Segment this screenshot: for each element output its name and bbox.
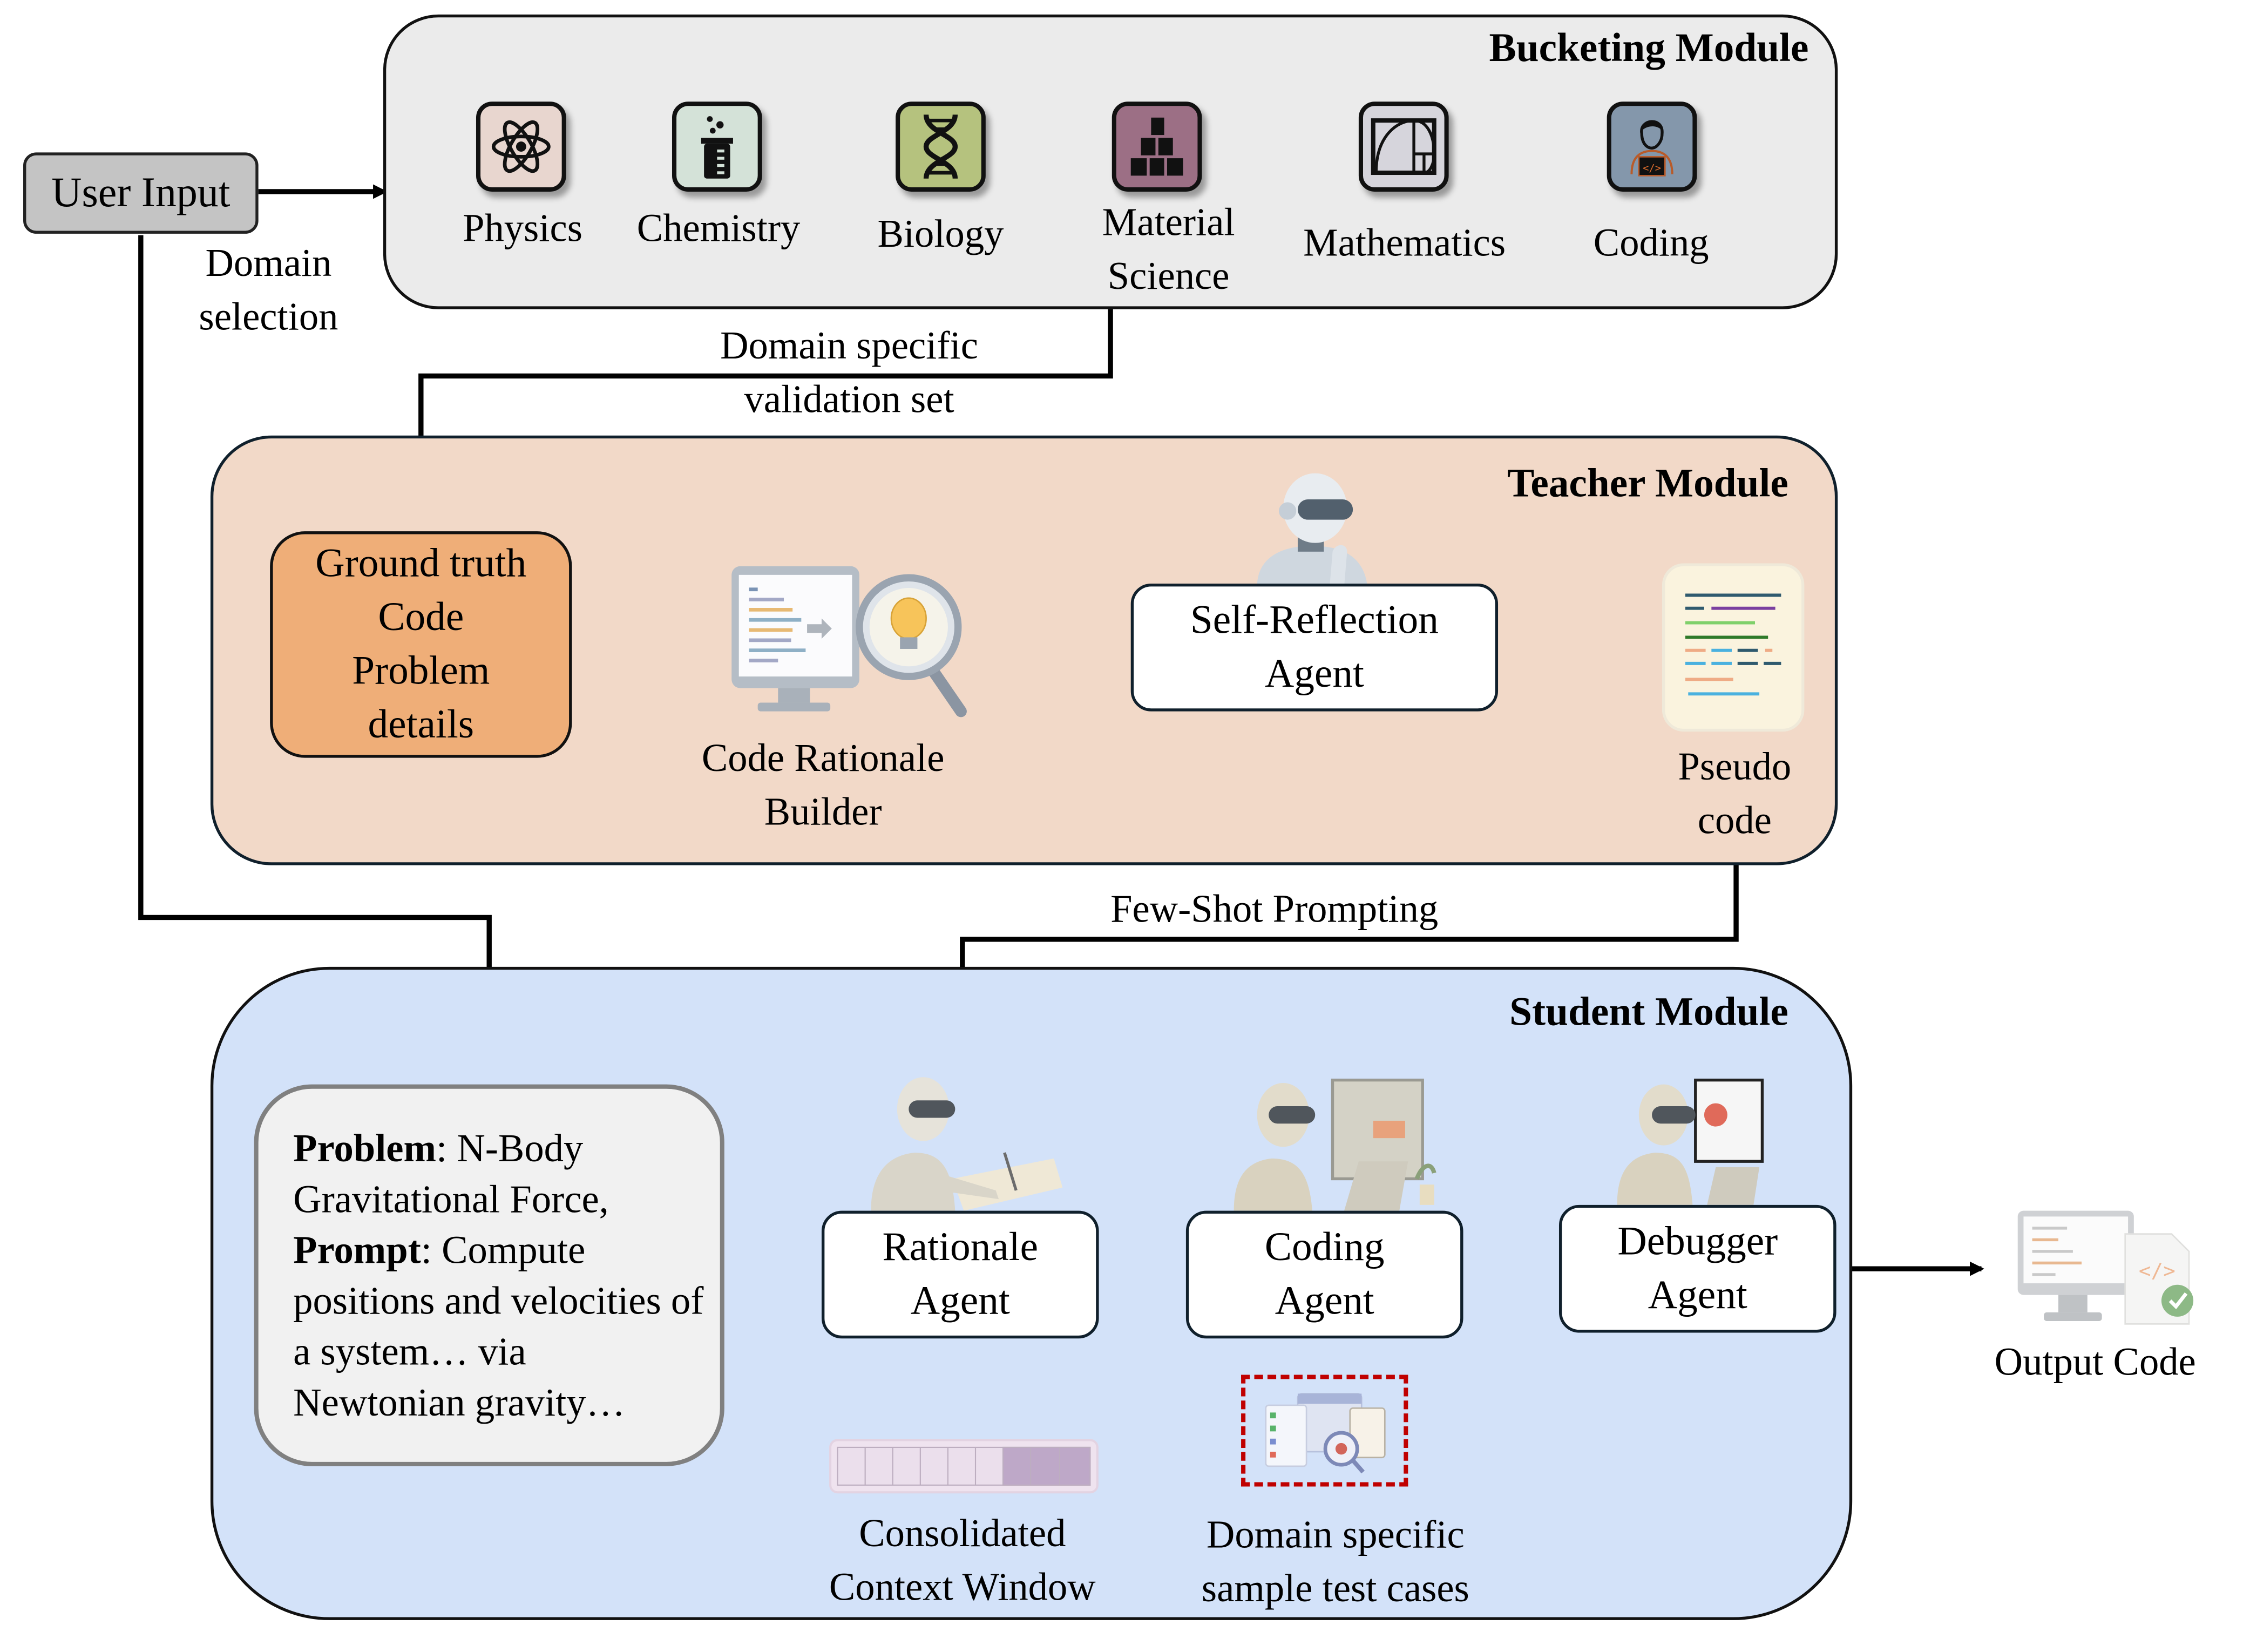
atom-icon bbox=[491, 120, 551, 173]
svg-text:</>: </> bbox=[1643, 163, 1661, 174]
dna-icon bbox=[923, 114, 958, 179]
problem-label: Problem bbox=[293, 1126, 437, 1170]
output-code-icon: </> bbox=[2017, 1210, 2194, 1325]
svg-text:</>: </> bbox=[2139, 1258, 2176, 1282]
debugger-agent-box: Debugger Agent bbox=[1558, 1204, 1836, 1333]
pseudo-code-document-icon bbox=[1662, 563, 1805, 732]
domain-tile-biology[interactable] bbox=[896, 101, 986, 192]
domain-label-mathematics: Mathematics bbox=[1303, 220, 1506, 265]
thinking-robot-icon bbox=[1257, 473, 1368, 587]
bucketing-module-title: Bucketing Module bbox=[1489, 26, 1809, 71]
ground-truth-box: Ground truth Code Problem details bbox=[270, 531, 572, 758]
test-cases-dashed-box bbox=[1241, 1375, 1408, 1487]
domain-tile-coding[interactable]: </> bbox=[1607, 101, 1697, 192]
rationale-agent-box: Rationale Agent bbox=[821, 1210, 1099, 1339]
self-reflection-agent-box: Self-Reflection Agent bbox=[1130, 583, 1499, 712]
domain-label-chemistry: Chemistry bbox=[636, 206, 801, 250]
test-cases-icon bbox=[1265, 1393, 1386, 1474]
drawing-robot-icon bbox=[871, 1077, 1063, 1211]
user-input-box: User Input bbox=[23, 152, 259, 234]
domain-tile-material-science[interactable] bbox=[1112, 101, 1202, 192]
domain-tile-chemistry[interactable] bbox=[672, 101, 762, 192]
pseudo-code-label: Pseudo code bbox=[1678, 744, 1792, 842]
domain-selection-label: Domain selection bbox=[199, 241, 338, 338]
coding-robot-icon bbox=[1234, 1078, 1436, 1211]
golden-ratio-icon bbox=[1371, 118, 1436, 175]
student-module-title: Student Module bbox=[1509, 990, 1788, 1035]
teacher-module-title: Teacher Module bbox=[1507, 462, 1788, 507]
problem-statement-box: Problem: N-Body Gravitational Force, Pro… bbox=[254, 1084, 724, 1466]
coder-icon: </> bbox=[1630, 120, 1673, 177]
stacked-blocks-icon bbox=[1130, 117, 1183, 176]
debugger-robot-icon bbox=[1617, 1078, 1764, 1205]
validation-set-label: Domain specific validation set bbox=[720, 323, 978, 421]
domain-tile-mathematics[interactable] bbox=[1358, 101, 1449, 192]
code-rationale-builder-icon bbox=[731, 566, 967, 717]
domain-label-biology: Biology bbox=[877, 212, 1004, 256]
user-input-label: User Input bbox=[51, 169, 231, 216]
test-cases-label: Domain specific sample test cases bbox=[1201, 1512, 1469, 1610]
domain-tile-physics[interactable] bbox=[476, 101, 566, 192]
output-code-label: Output Code bbox=[1994, 1339, 2196, 1384]
domain-label-physics: Physics bbox=[463, 206, 583, 250]
problem-text: : N-Body Gravitational Force, bbox=[293, 1126, 609, 1221]
code-rationale-builder-label: Code Rationale Builder bbox=[701, 736, 945, 834]
beaker-icon bbox=[701, 116, 733, 179]
prompt-label: Prompt bbox=[293, 1228, 421, 1272]
coding-agent-box: Coding Agent bbox=[1185, 1210, 1463, 1339]
few-shot-prompting-label: Few-Shot Prompting bbox=[1110, 886, 1439, 931]
prompt-text: : Compute positions and velocities of a … bbox=[293, 1228, 704, 1424]
context-window-label: Consolidated Context Window bbox=[829, 1511, 1096, 1609]
bucketing-module bbox=[383, 14, 1838, 309]
domain-label-coding: Coding bbox=[1593, 220, 1709, 265]
context-window-icon bbox=[829, 1439, 1099, 1494]
